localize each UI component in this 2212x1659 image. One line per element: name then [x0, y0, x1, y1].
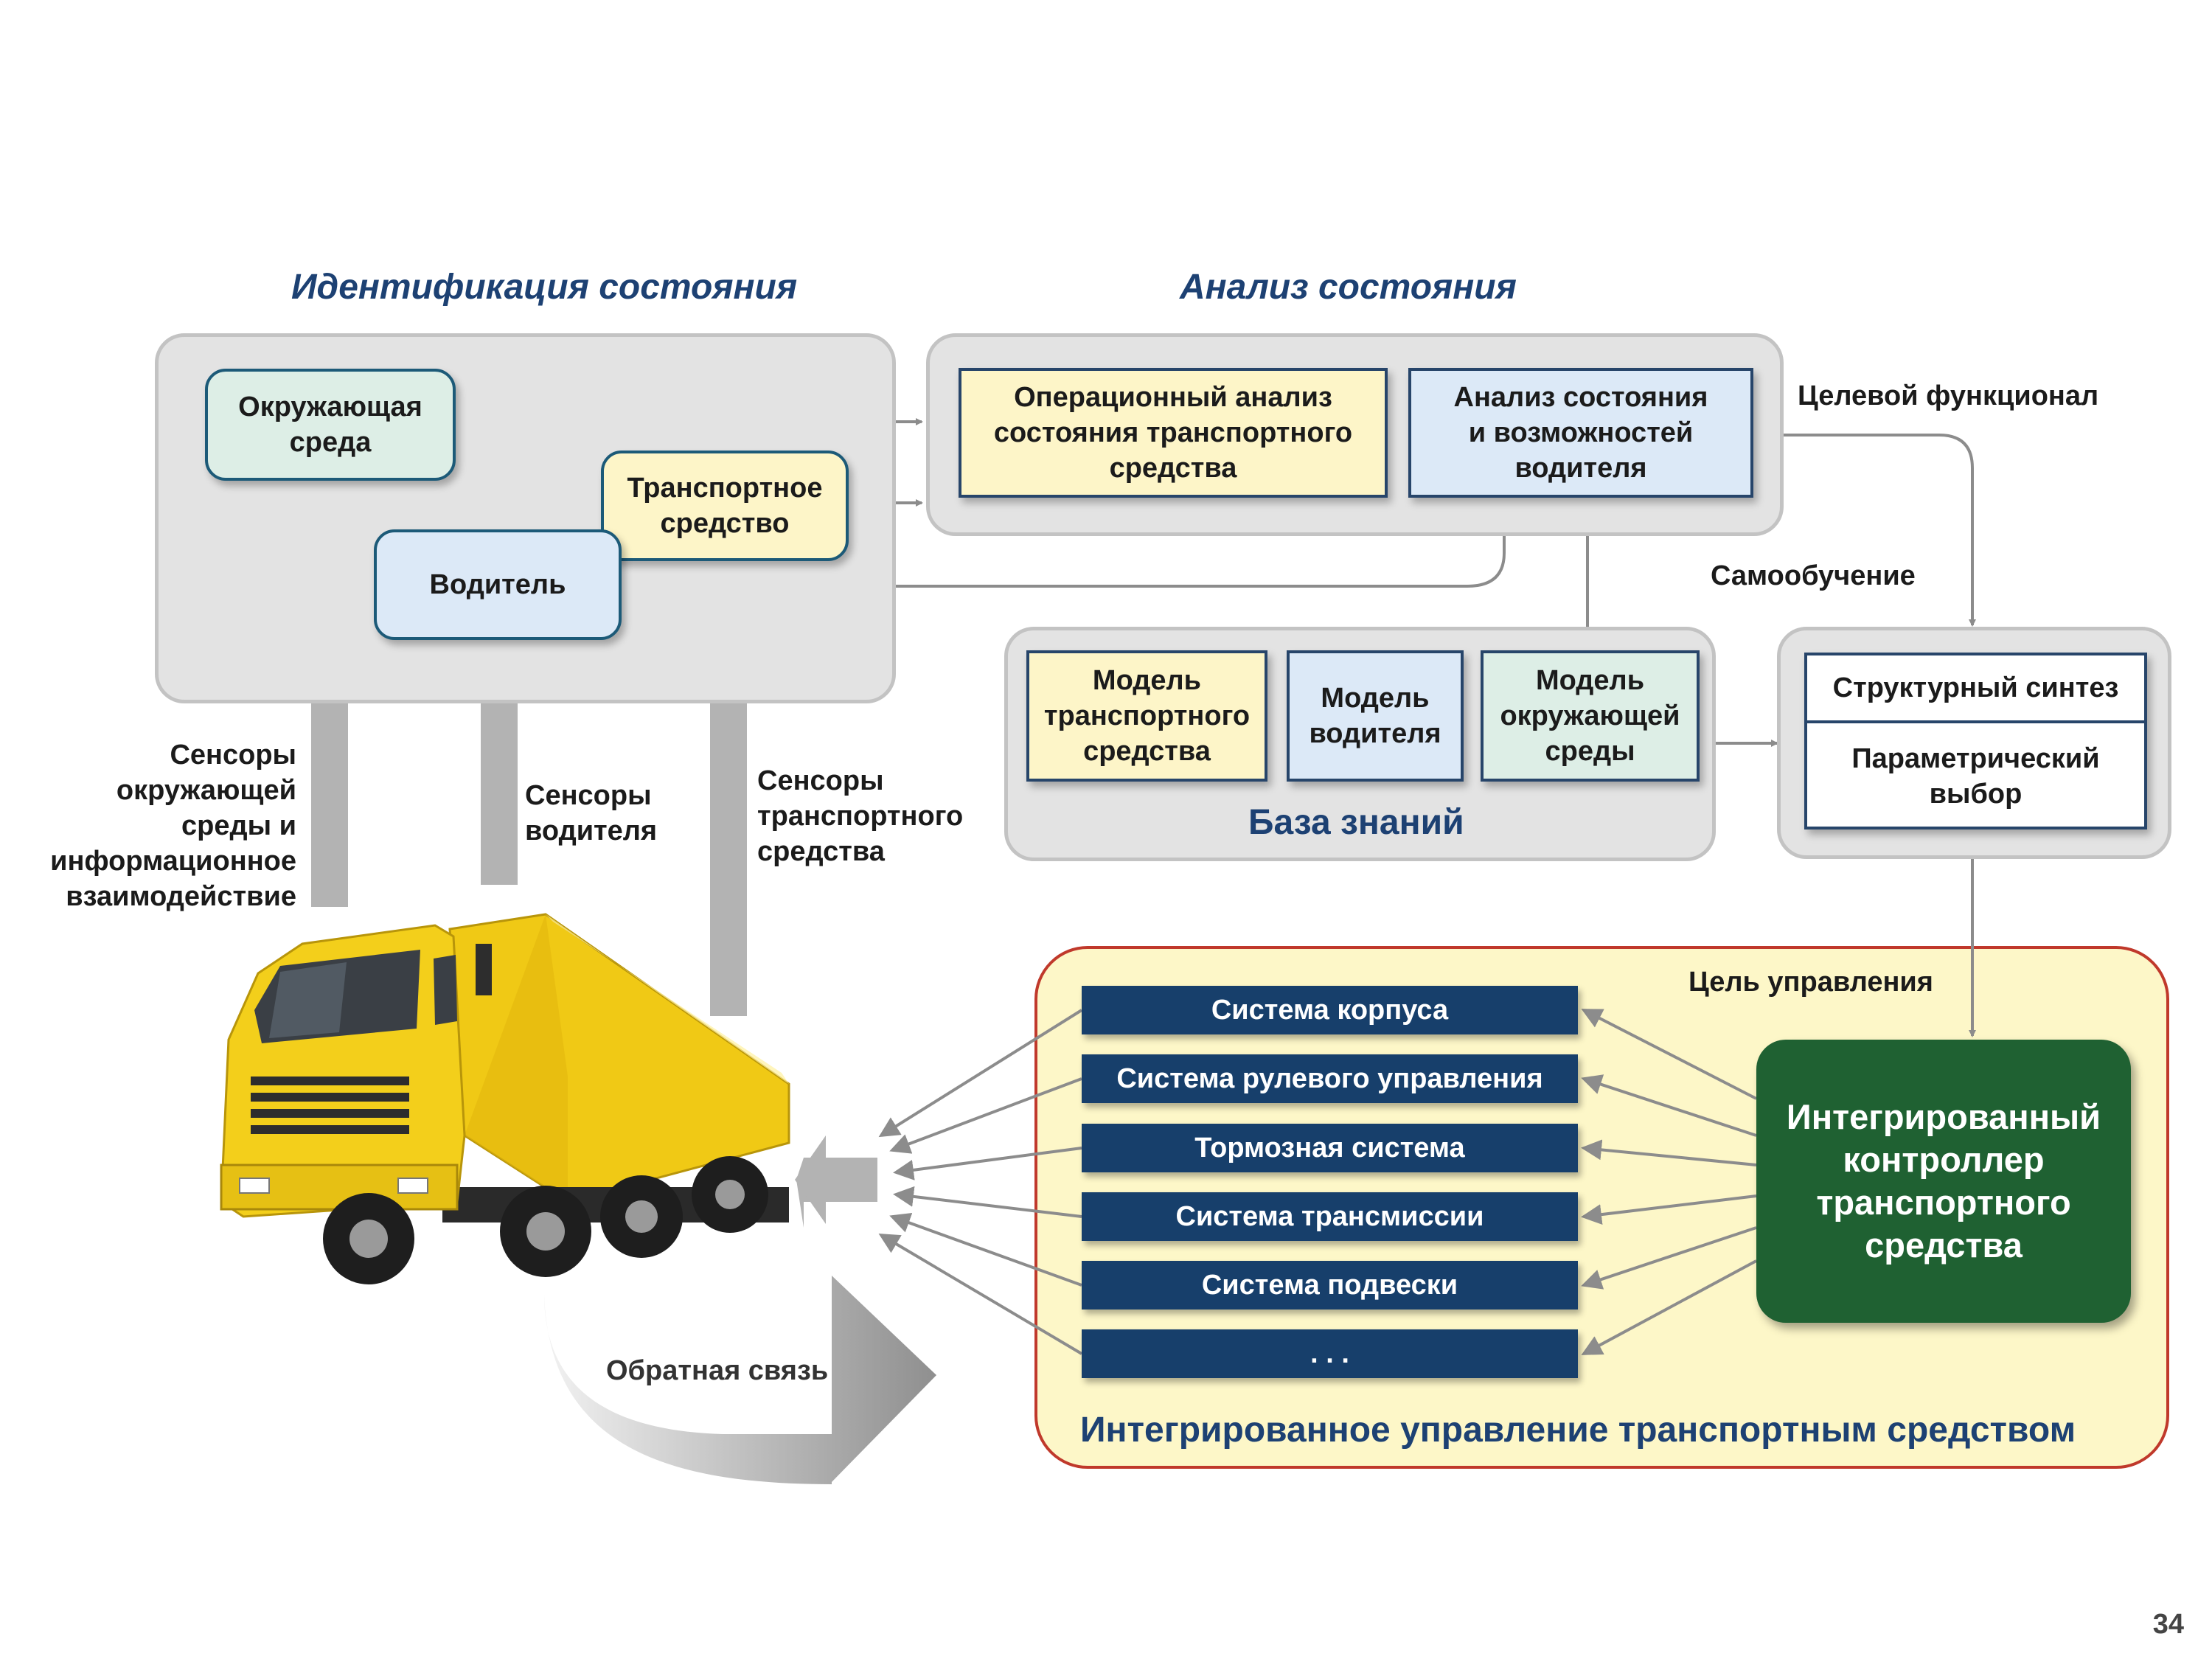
feedback-arrow	[544, 1276, 936, 1484]
driver-node: Водитель	[374, 529, 622, 640]
identification-section-title: Идентификация состояния	[291, 268, 798, 307]
system-steering: Система рулевого управления	[1082, 1054, 1578, 1103]
driver-to-driver-analysis-connector	[627, 500, 1508, 588]
analysis-section-title: Анализ состояния	[1180, 268, 1517, 307]
knowledge-base-title: База знаний	[1248, 803, 1464, 842]
environment-node: Окружающая среда	[205, 369, 456, 481]
system-transmission: Система трансмиссии	[1082, 1192, 1578, 1241]
driver-sensor-arrow	[461, 647, 538, 885]
system-brake: Тормозная система	[1082, 1124, 1578, 1172]
control-goal-label: Цель управления	[1688, 967, 1933, 998]
driver-sensors-label: Сенсоры водителя	[525, 780, 658, 846]
target-functional-connector	[1781, 434, 1976, 627]
feedback-label: Обратная связь	[606, 1355, 829, 1386]
vehicle-node: Транспортное средство	[601, 451, 849, 561]
system-suspension: Система подвески	[1082, 1261, 1578, 1310]
integrated-controller-node: Интегрированный контроллер транспортного…	[1756, 1040, 2131, 1323]
environment-sensors-label: Сенсоры окружающей среды и информационно…	[50, 740, 296, 912]
vehicle-sensors-label: Сенсоры транспортного средства	[757, 765, 964, 867]
driver-model-node: Модель водителя	[1287, 650, 1464, 782]
driver-analysis-node: Анализ состояния и возможностей водителя	[1408, 368, 1753, 498]
operational-analysis-node: Операционный анализ состояния транспортн…	[959, 368, 1388, 498]
system-more: . . .	[1082, 1329, 1578, 1378]
parametric-choice: Параметрический выбор	[1851, 743, 2100, 810]
vehicle-model-node: Модель транспортного средства	[1026, 650, 1267, 782]
synthesis-box: Структурный синтез Параметрический выбор	[1804, 653, 2147, 830]
integrated-control-title: Интегрированное управление транспортным …	[1080, 1411, 2076, 1450]
target-functional-label: Целевой функционал	[1798, 380, 2099, 411]
structural-synthesis: Структурный синтез	[1807, 655, 2144, 723]
environment-model-node: Модель окружающей среды	[1481, 650, 1700, 782]
to-truck-arrow-head	[795, 1135, 874, 1224]
vehicle-sensor-arrow	[690, 566, 767, 1016]
page-number: 34	[2152, 1609, 2184, 1640]
self-learning-label: Самообучение	[1711, 560, 1916, 591]
dump-truck-illustration	[220, 913, 790, 1284]
system-body: Система корпуса	[1082, 986, 1578, 1034]
